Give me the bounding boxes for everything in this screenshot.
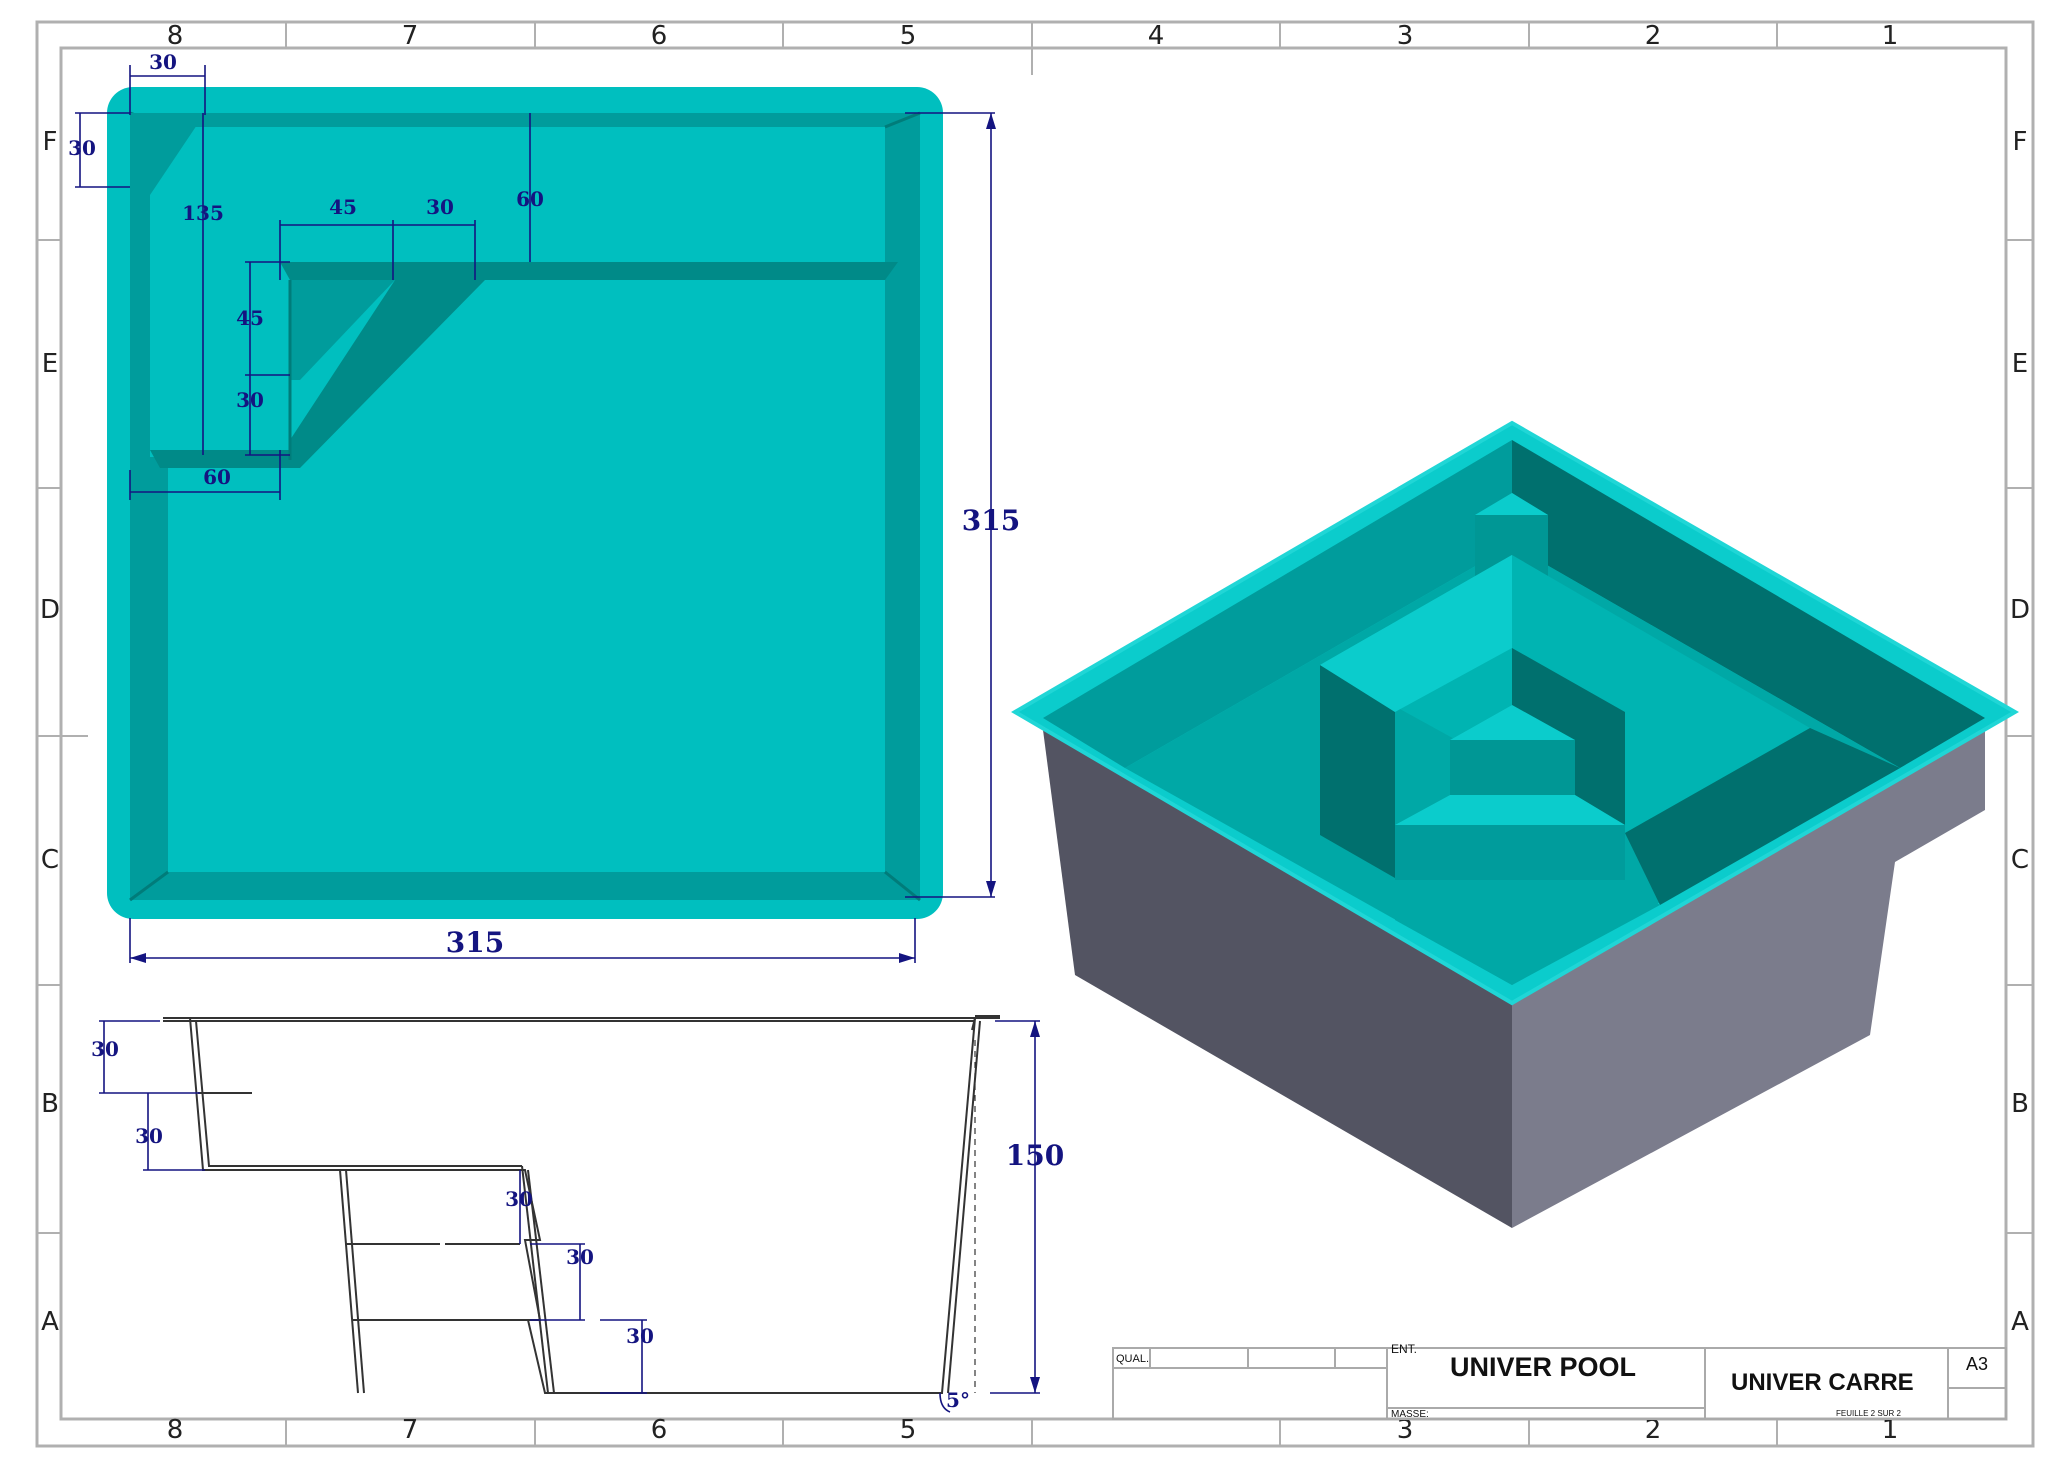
masse-label: MASSE: [1391, 1409, 1429, 1420]
section-view [163, 1015, 1000, 1394]
row-label-right: C [2011, 845, 2029, 875]
col-label-top: 3 [1397, 21, 1414, 51]
row-label-right: E [2012, 349, 2028, 379]
col-label-top: 4 [1148, 21, 1165, 51]
product-name: UNIVER CARRE [1731, 1369, 1914, 1396]
shell-left-side [1043, 730, 1512, 1228]
col-label-bottom: 8 [167, 1415, 184, 1445]
company-name: UNIVER POOL [1450, 1352, 1636, 1382]
col-label-bottom: 1 [1882, 1415, 1899, 1445]
sheet-number: FEUILLE 2 SUR 2 [1836, 1409, 1901, 1418]
dim-step-h1: 45 [236, 306, 264, 330]
row-label-right: D [2010, 595, 2030, 625]
col-label-bottom: 3 [1397, 1415, 1414, 1445]
row-label-right: B [2011, 1089, 2029, 1119]
step-block-front [1320, 665, 1395, 878]
step-diagonal-1 [290, 280, 395, 380]
shell-right-side [1512, 728, 1985, 1228]
ent-label: ENT. [1391, 1342, 1417, 1356]
dim-corner-height: 30 [68, 136, 96, 160]
plan-dimension-labels: 30 30 135 45 30 60 45 30 60 315 315 [68, 50, 1020, 959]
row-label-left: C [41, 845, 59, 875]
plan-view: 30 30 135 45 30 60 45 30 60 315 315 [68, 50, 1020, 963]
dim-step-w1: 45 [329, 195, 357, 219]
row-label-left: A [41, 1307, 59, 1337]
col-label-top: 8 [167, 21, 184, 51]
dim-total-height: 315 [962, 504, 1020, 537]
dim-angle: 5° [946, 1388, 970, 1412]
row-label-right: A [2011, 1307, 2029, 1337]
col-label-top: 6 [651, 21, 668, 51]
section-dimension-labels: 30 30 30 30 30 150 5° [91, 1037, 1064, 1412]
col-label-top: 5 [900, 21, 917, 51]
title-block [1112, 1347, 2007, 1420]
top-bench [168, 127, 885, 262]
dim-step-w2: 30 [426, 195, 454, 219]
section-dimension-arrows [1030, 1021, 1040, 1393]
bench-edge [280, 262, 898, 280]
plan-dimension-lines [75, 65, 995, 963]
dim-total-width: 315 [446, 926, 504, 959]
row-label-right: F [2013, 127, 2028, 157]
qual-label: QUAL. [1116, 1353, 1149, 1365]
corner-step [130, 113, 205, 195]
dim-section-2: 30 [135, 1124, 163, 1148]
dim-step-h2: 30 [236, 388, 264, 412]
grid-labels: 8 7 6 5 4 3 2 1 8 7 6 5 3 2 1 F E D C B … [40, 21, 2030, 1445]
dim-bottom-width: 60 [203, 465, 231, 489]
basin-back-right-wall [1512, 440, 1985, 768]
basin-back-left-wall [1043, 440, 1512, 768]
dim-section-3: 30 [505, 1187, 533, 1211]
row-label-left: F [43, 127, 58, 157]
col-label-bottom: 5 [900, 1415, 917, 1445]
col-label-bottom: 6 [651, 1415, 668, 1445]
col-label-bottom: 7 [402, 1415, 419, 1445]
paper-format: A3 [1966, 1354, 1988, 1374]
left-bench [150, 127, 280, 457]
col-label-top: 7 [402, 21, 419, 51]
col-label-bottom: 2 [1645, 1415, 1662, 1445]
dim-top-width: 30 [149, 50, 177, 74]
plan-dimension-arrows [130, 113, 996, 963]
row-label-left: D [40, 595, 60, 625]
isometric-view [1011, 420, 2020, 1228]
title-block-text: QUAL. ENT. MASSE: UNIVER POOL UNIVER CAR… [1116, 1342, 1988, 1420]
row-label-left: E [42, 349, 58, 379]
col-label-top: 1 [1882, 21, 1899, 51]
dim-section-5: 30 [626, 1324, 654, 1348]
dim-bench-depth: 60 [516, 187, 544, 211]
dim-section-4: 30 [566, 1245, 594, 1269]
sheet-frame [35, 20, 2035, 1448]
section-dimension-lines [99, 1020, 1040, 1413]
row-label-left: B [41, 1089, 59, 1119]
col-label-top: 2 [1645, 21, 1662, 51]
dim-section-1: 30 [91, 1037, 119, 1061]
dim-step-depth: 135 [182, 201, 224, 225]
step-block-top-flat [1320, 555, 1512, 712]
step-diagonal-2 [290, 280, 485, 468]
dim-depth: 150 [1006, 1139, 1064, 1172]
